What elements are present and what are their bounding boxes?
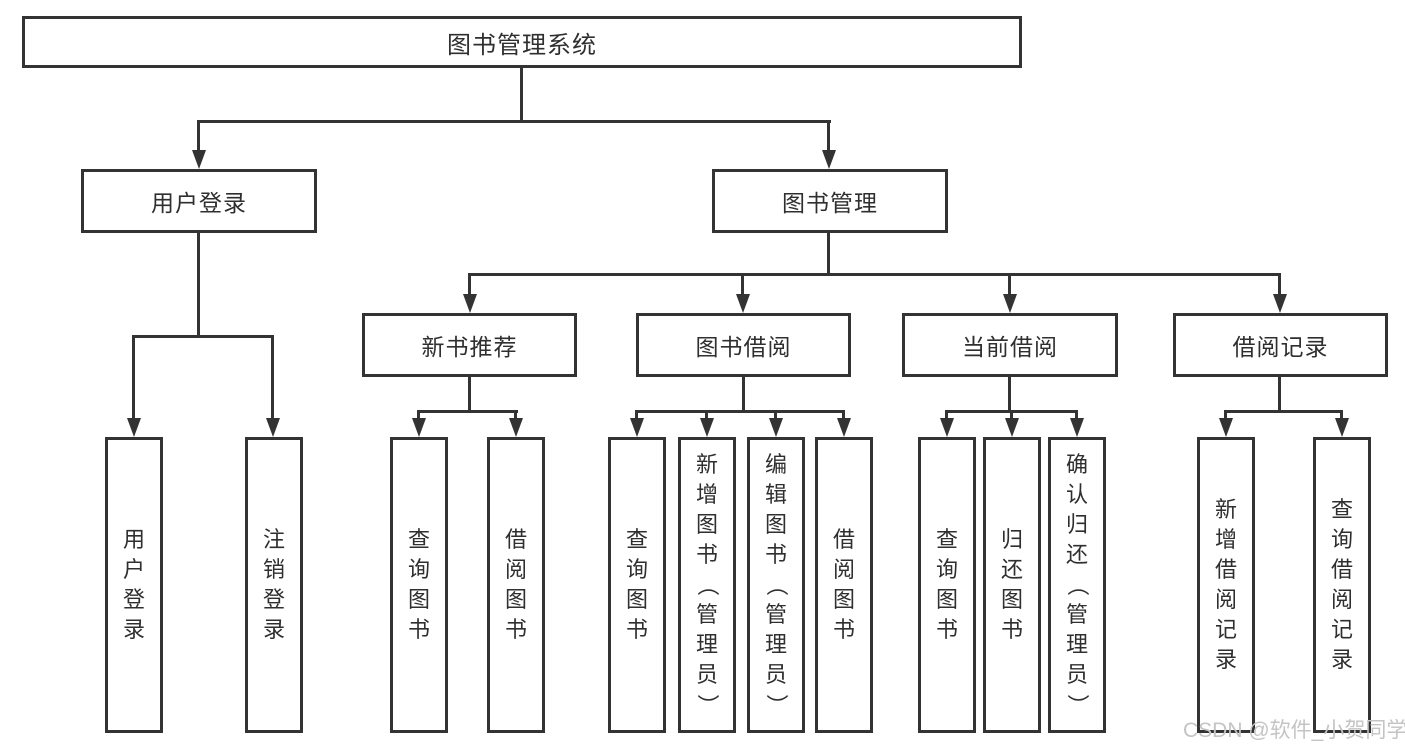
node-label: 图书借阅 <box>695 334 792 360</box>
connector-br-stem <box>1278 377 1281 412</box>
leaf-user-login: 用户登录 <box>105 437 163 733</box>
node-label: 图书管理系统 <box>447 31 597 59</box>
node-user-login: 用户登录 <box>81 169 317 233</box>
node-label: 新书推荐 <box>421 334 518 360</box>
csdn-watermark: CSDN @软件_小贺同学 <box>1183 719 1405 742</box>
node-label: 确认归还（管理员） <box>1064 452 1090 717</box>
leaf-add-books-admin: 新增图书（管理员） <box>678 437 736 733</box>
connector-nbr-crossbar <box>417 410 518 413</box>
connector-to-cb-return <box>1010 410 1013 421</box>
connector-bb-stem <box>742 377 745 412</box>
connector-nbr-stem <box>468 377 471 412</box>
connector-to-new-book-recommend <box>468 273 471 299</box>
node-new-book-recommendation: 新书推荐 <box>362 313 577 377</box>
node-label: 新增图书（管理员） <box>694 452 720 717</box>
node-label: 编辑图书（管理员） <box>763 452 789 717</box>
arrowhead-bb-query <box>630 418 644 437</box>
arrowhead-cb-confirm <box>1070 418 1084 437</box>
arrowhead-nb-query <box>412 418 426 437</box>
arrowhead-cb-query <box>940 418 954 437</box>
connector-bb-crossbar <box>635 410 845 413</box>
connector-root-crossbar <box>197 120 831 123</box>
leaf-edit-books-admin: 编辑图书（管理员） <box>747 437 805 733</box>
leaf-return-books: 归还图书 <box>983 437 1041 733</box>
node-book-management: 图书管理 <box>712 169 948 233</box>
arrowhead-borrow-records <box>1273 294 1287 313</box>
connector-to-br-query <box>1340 410 1343 421</box>
connector-br-crossbar <box>1224 410 1343 413</box>
leaf-borrow-books-recommend: 借阅图书 <box>487 437 545 733</box>
arrowhead-br-add <box>1219 418 1233 437</box>
node-label: 归还图书 <box>1000 527 1023 642</box>
node-label: 借阅图书 <box>832 527 855 642</box>
leaf-query-books-current: 查询图书 <box>918 437 976 733</box>
arrowhead-user-login <box>192 150 206 169</box>
connector-to-bb-borrow <box>842 410 845 421</box>
leaf-borrow-books-borrow: 借阅图书 <box>815 437 873 733</box>
connector-to-leaf-logout <box>271 335 274 421</box>
connector-to-nb-query <box>417 410 420 421</box>
node-label: 用户登录 <box>151 190 247 216</box>
connector-book-management-stem <box>827 233 830 275</box>
connector-user-login-crossbar <box>132 335 274 338</box>
connector-to-current-borrow <box>1008 273 1011 299</box>
arrowhead-book-management <box>822 150 836 169</box>
connector-user-login-stem <box>197 233 200 335</box>
connector-book-management-crossbar <box>468 273 1281 276</box>
connector-to-bb-edit <box>774 410 777 421</box>
node-label: 查询借阅记录 <box>1330 497 1353 672</box>
node-borrowing-records: 借阅记录 <box>1173 313 1388 377</box>
node-library-management-system: 图书管理系统 <box>22 16 1022 68</box>
leaf-add-borrow-record: 新增借阅记录 <box>1197 437 1255 733</box>
arrowhead-current-borrow <box>1003 294 1017 313</box>
leaf-confirm-return-admin: 确认归还（管理员） <box>1048 437 1106 733</box>
connector-cb-stem <box>1008 377 1011 412</box>
connector-to-leaf-user-login <box>132 335 135 421</box>
node-label: 当前借阅 <box>962 334 1058 360</box>
connector-to-br-add <box>1224 410 1227 421</box>
connector-to-cb-confirm <box>1075 410 1078 421</box>
connector-to-bb-query <box>635 410 638 421</box>
node-label: 查询图书 <box>625 527 648 642</box>
node-label: 注销登录 <box>262 527 285 642</box>
arrowhead-book-borrow <box>736 294 750 313</box>
arrowhead-bb-add <box>700 418 714 437</box>
connector-to-book-borrow <box>741 273 744 299</box>
leaf-query-borrow-record: 查询借阅记录 <box>1313 437 1371 733</box>
node-book-borrowing: 图书借阅 <box>636 313 851 377</box>
arrowhead-leaf-logout <box>266 418 280 437</box>
connector-to-borrow-records <box>1278 273 1281 299</box>
arrowhead-bb-borrow <box>837 418 851 437</box>
node-label: 借阅记录 <box>1232 334 1329 360</box>
node-current-borrowing: 当前借阅 <box>902 313 1118 377</box>
arrowhead-bb-edit <box>769 418 783 437</box>
connector-root-stem <box>520 68 523 120</box>
arrowhead-br-query <box>1335 418 1349 437</box>
arrowhead-leaf-user-login <box>127 418 141 437</box>
node-label: 图书管理 <box>782 190 878 216</box>
leaf-logout: 注销登录 <box>245 437 303 733</box>
node-label: 查询图书 <box>935 527 958 642</box>
node-label: 查询图书 <box>407 527 430 642</box>
arrowhead-new-book-recommend <box>463 294 477 313</box>
connector-root-to-user-login <box>197 120 200 153</box>
connector-to-bb-add <box>705 410 708 421</box>
arrowhead-cb-return <box>1005 418 1019 437</box>
leaf-query-books-borrow: 查询图书 <box>608 437 666 733</box>
connector-to-cb-query <box>945 410 948 421</box>
node-label: 借阅图书 <box>504 527 527 642</box>
connector-to-nb-borrow <box>514 410 517 421</box>
leaf-query-books-recommend: 查询图书 <box>390 437 448 733</box>
connector-root-to-book-management <box>827 120 830 153</box>
node-label: 用户登录 <box>122 527 145 642</box>
arrowhead-nb-borrow <box>509 418 523 437</box>
node-label: 新增借阅记录 <box>1214 497 1237 672</box>
